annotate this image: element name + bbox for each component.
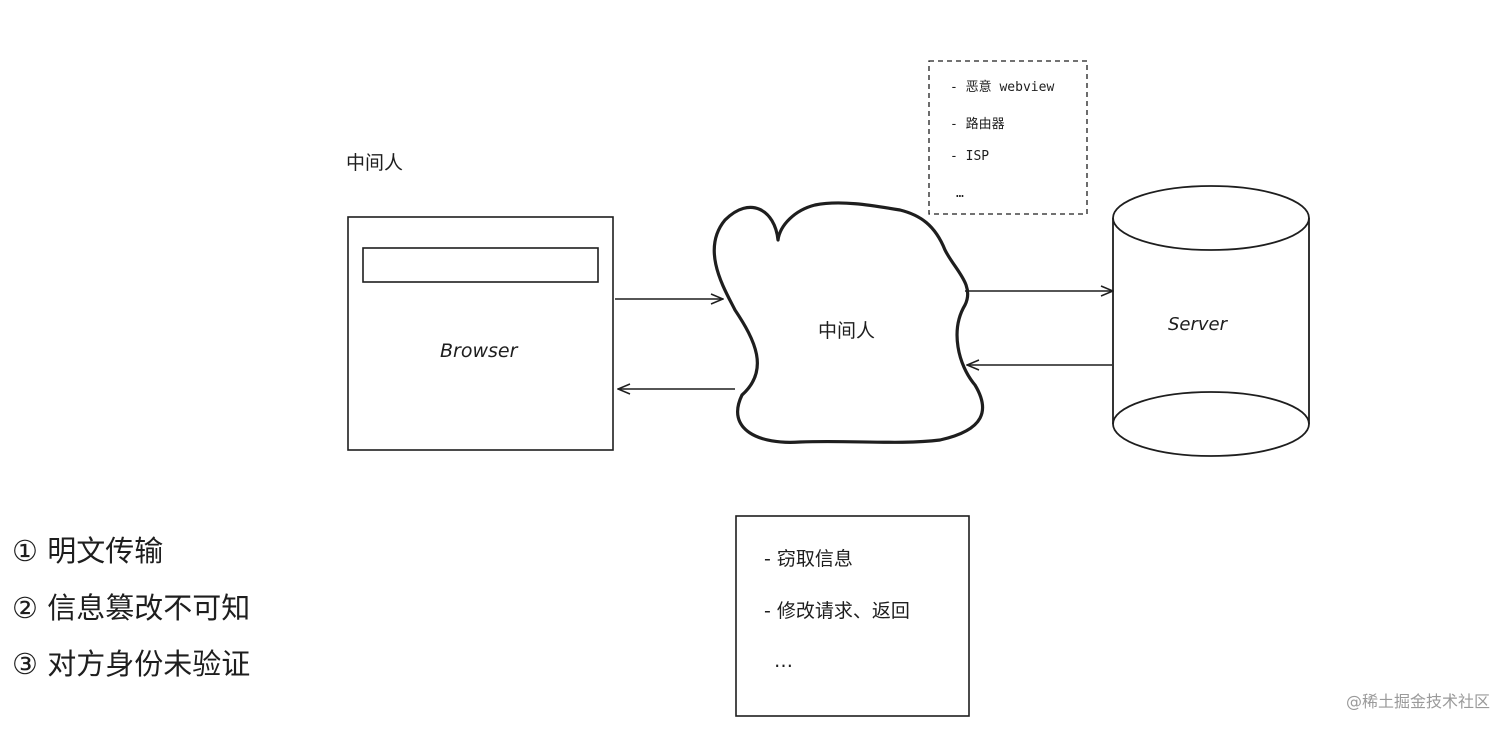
server-label: Server	[1168, 314, 1228, 335]
top-label: 中间人	[346, 152, 404, 174]
list-item: - 窃取信息	[764, 548, 853, 570]
list-item: - 修改请求、返回	[764, 600, 910, 622]
mitm-cloud	[712, 201, 985, 444]
capabilities-list: - 窃取信息 - 修改请求、返回 …	[764, 544, 964, 694]
list-item: - ISP	[950, 149, 990, 164]
list-item: …	[774, 650, 793, 672]
list-item: …	[956, 186, 964, 201]
browser-address-bar	[362, 247, 599, 283]
mitm-label: 中间人	[818, 320, 876, 342]
browser-label: Browser	[440, 340, 518, 362]
server-cylinder-body	[1112, 218, 1310, 424]
list-item: - 恶意 webview	[950, 80, 1055, 95]
list-item: - 路由器	[950, 117, 1005, 132]
watermark: @稀土掘金技术社区	[1345, 692, 1490, 711]
server-cylinder-bottom	[1112, 391, 1310, 457]
server-cylinder-top	[1112, 185, 1310, 251]
attacker-types-list: - 恶意 webview - 路由器 - ISP …	[950, 76, 1085, 211]
issue-identity: ③ 对方身份未验证	[12, 647, 251, 681]
capabilities-box	[735, 515, 970, 717]
attacker-types-box	[928, 60, 1088, 215]
issue-tamper: ② 信息篡改不可知	[12, 591, 251, 625]
issue-plaintext: ① 明文传输	[12, 534, 164, 568]
browser-window	[347, 216, 614, 451]
